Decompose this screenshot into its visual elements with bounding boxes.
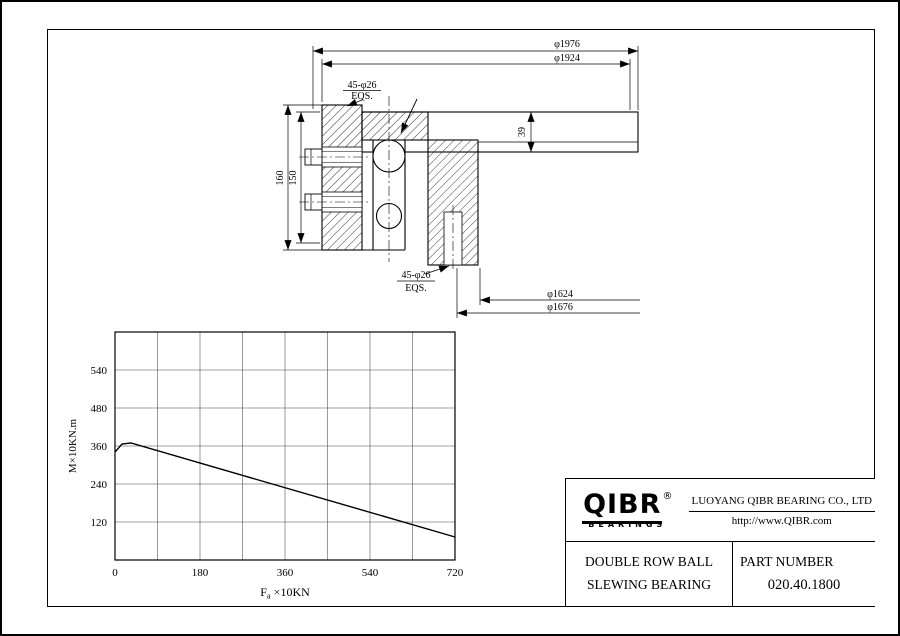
leader-bolt-note-bottom — [397, 265, 450, 282]
dimension-phi-1924 — [321, 59, 631, 110]
x-tick-0: 0 — [112, 567, 118, 579]
title-block-header-row: QIBR® BEARINGS LUOYANG QIBR BEARING CO.,… — [566, 479, 875, 542]
chart-tick-labels: 540 480 360 240 120 0 180 360 540 720 — [91, 365, 464, 579]
mounting-bolt-bottom — [299, 191, 369, 213]
outer-ring-cap-section — [361, 111, 429, 141]
inner-ring-section — [321, 104, 363, 251]
product-name-line2: SLEWING BEARING — [586, 577, 712, 592]
chart-gridlines — [115, 332, 455, 560]
dim-phi-1624-label: φ1624 — [547, 289, 573, 300]
brand-subtext: BEARINGS — [588, 520, 667, 529]
bearing-cross-section — [299, 96, 639, 272]
dim-39-label: 39 — [517, 127, 528, 137]
x-tick-540: 540 — [362, 567, 379, 579]
product-name-cell: DOUBLE ROW BALL SLEWING BEARING — [566, 542, 733, 606]
part-number-cell: PART NUMBER 020.40.1800 — [733, 542, 875, 606]
mounting-bolt-top — [299, 146, 369, 168]
dim-160-label: 160 — [275, 171, 286, 186]
dimension-phi-1624 — [479, 268, 640, 305]
brand-line: QIBR® — [582, 489, 673, 524]
y-tick-540: 540 — [91, 365, 108, 377]
x-tick-360: 360 — [277, 567, 294, 579]
bolt-note-top-eqs: EQS. — [351, 91, 372, 102]
y-tick-240: 240 — [91, 479, 108, 491]
dimension-lines — [283, 46, 640, 318]
dimension-phi-1676 — [456, 268, 640, 318]
y-tick-360: 360 — [91, 441, 108, 453]
part-number-label: PART NUMBER — [740, 554, 834, 569]
leader-bolt-note-top — [343, 90, 381, 107]
company-name: LUOYANG QIBR BEARING CO., LTD — [688, 492, 875, 512]
dim-phi-1976-label: φ1976 — [554, 39, 580, 50]
title-block-detail-row: DOUBLE ROW BALL SLEWING BEARING PART NUM… — [566, 542, 875, 606]
chart-curve — [114, 442, 456, 538]
dimension-height-160 — [283, 104, 322, 251]
sheet-inner-frame — [47, 29, 875, 607]
product-name-line1: DOUBLE ROW BALL — [585, 554, 713, 570]
dim-phi-1676-label: φ1676 — [547, 302, 573, 313]
dimension-labels: φ1976 φ1924 45-φ26 EQS. 160 150 39 45-φ2… — [275, 39, 580, 313]
bolt-note-bottom-eqs: EQS. — [405, 283, 426, 294]
brand-text: QIBR — [582, 489, 663, 524]
y-tick-120: 120 — [91, 517, 108, 529]
x-axis-title: Fa ×10KN — [260, 585, 310, 601]
title-block: QIBR® BEARINGS LUOYANG QIBR BEARING CO.,… — [565, 478, 875, 606]
dim-phi-1924-label: φ1924 — [554, 53, 580, 64]
dim-150-label: 150 — [288, 171, 299, 186]
y-tick-480: 480 — [91, 403, 108, 415]
dimension-phi-1976 — [312, 46, 639, 110]
qibr-logo: QIBR® BEARINGS — [566, 479, 689, 541]
bolt-note-bottom-label: 45-φ26 — [401, 270, 430, 281]
x-tick-180: 180 — [192, 567, 209, 579]
company-website: http://www.QIBR.com — [731, 515, 832, 527]
dimension-height-150 — [296, 111, 320, 244]
y-axis-title: M×10KN.m — [67, 418, 79, 473]
load-direction-arrow — [400, 98, 418, 134]
bolt-note-top-label: 45-φ26 — [347, 80, 376, 91]
x-tick-720: 720 — [447, 567, 464, 579]
part-number-value: 020.40.1800 — [767, 577, 841, 593]
company-info: LUOYANG QIBR BEARING CO., LTD http://www… — [688, 479, 875, 541]
load-capacity-chart: 540 480 360 240 120 0 180 360 540 720 M×… — [67, 331, 464, 601]
registered-trademark-icon: ® — [662, 491, 673, 502]
chart-frame — [114, 331, 456, 561]
